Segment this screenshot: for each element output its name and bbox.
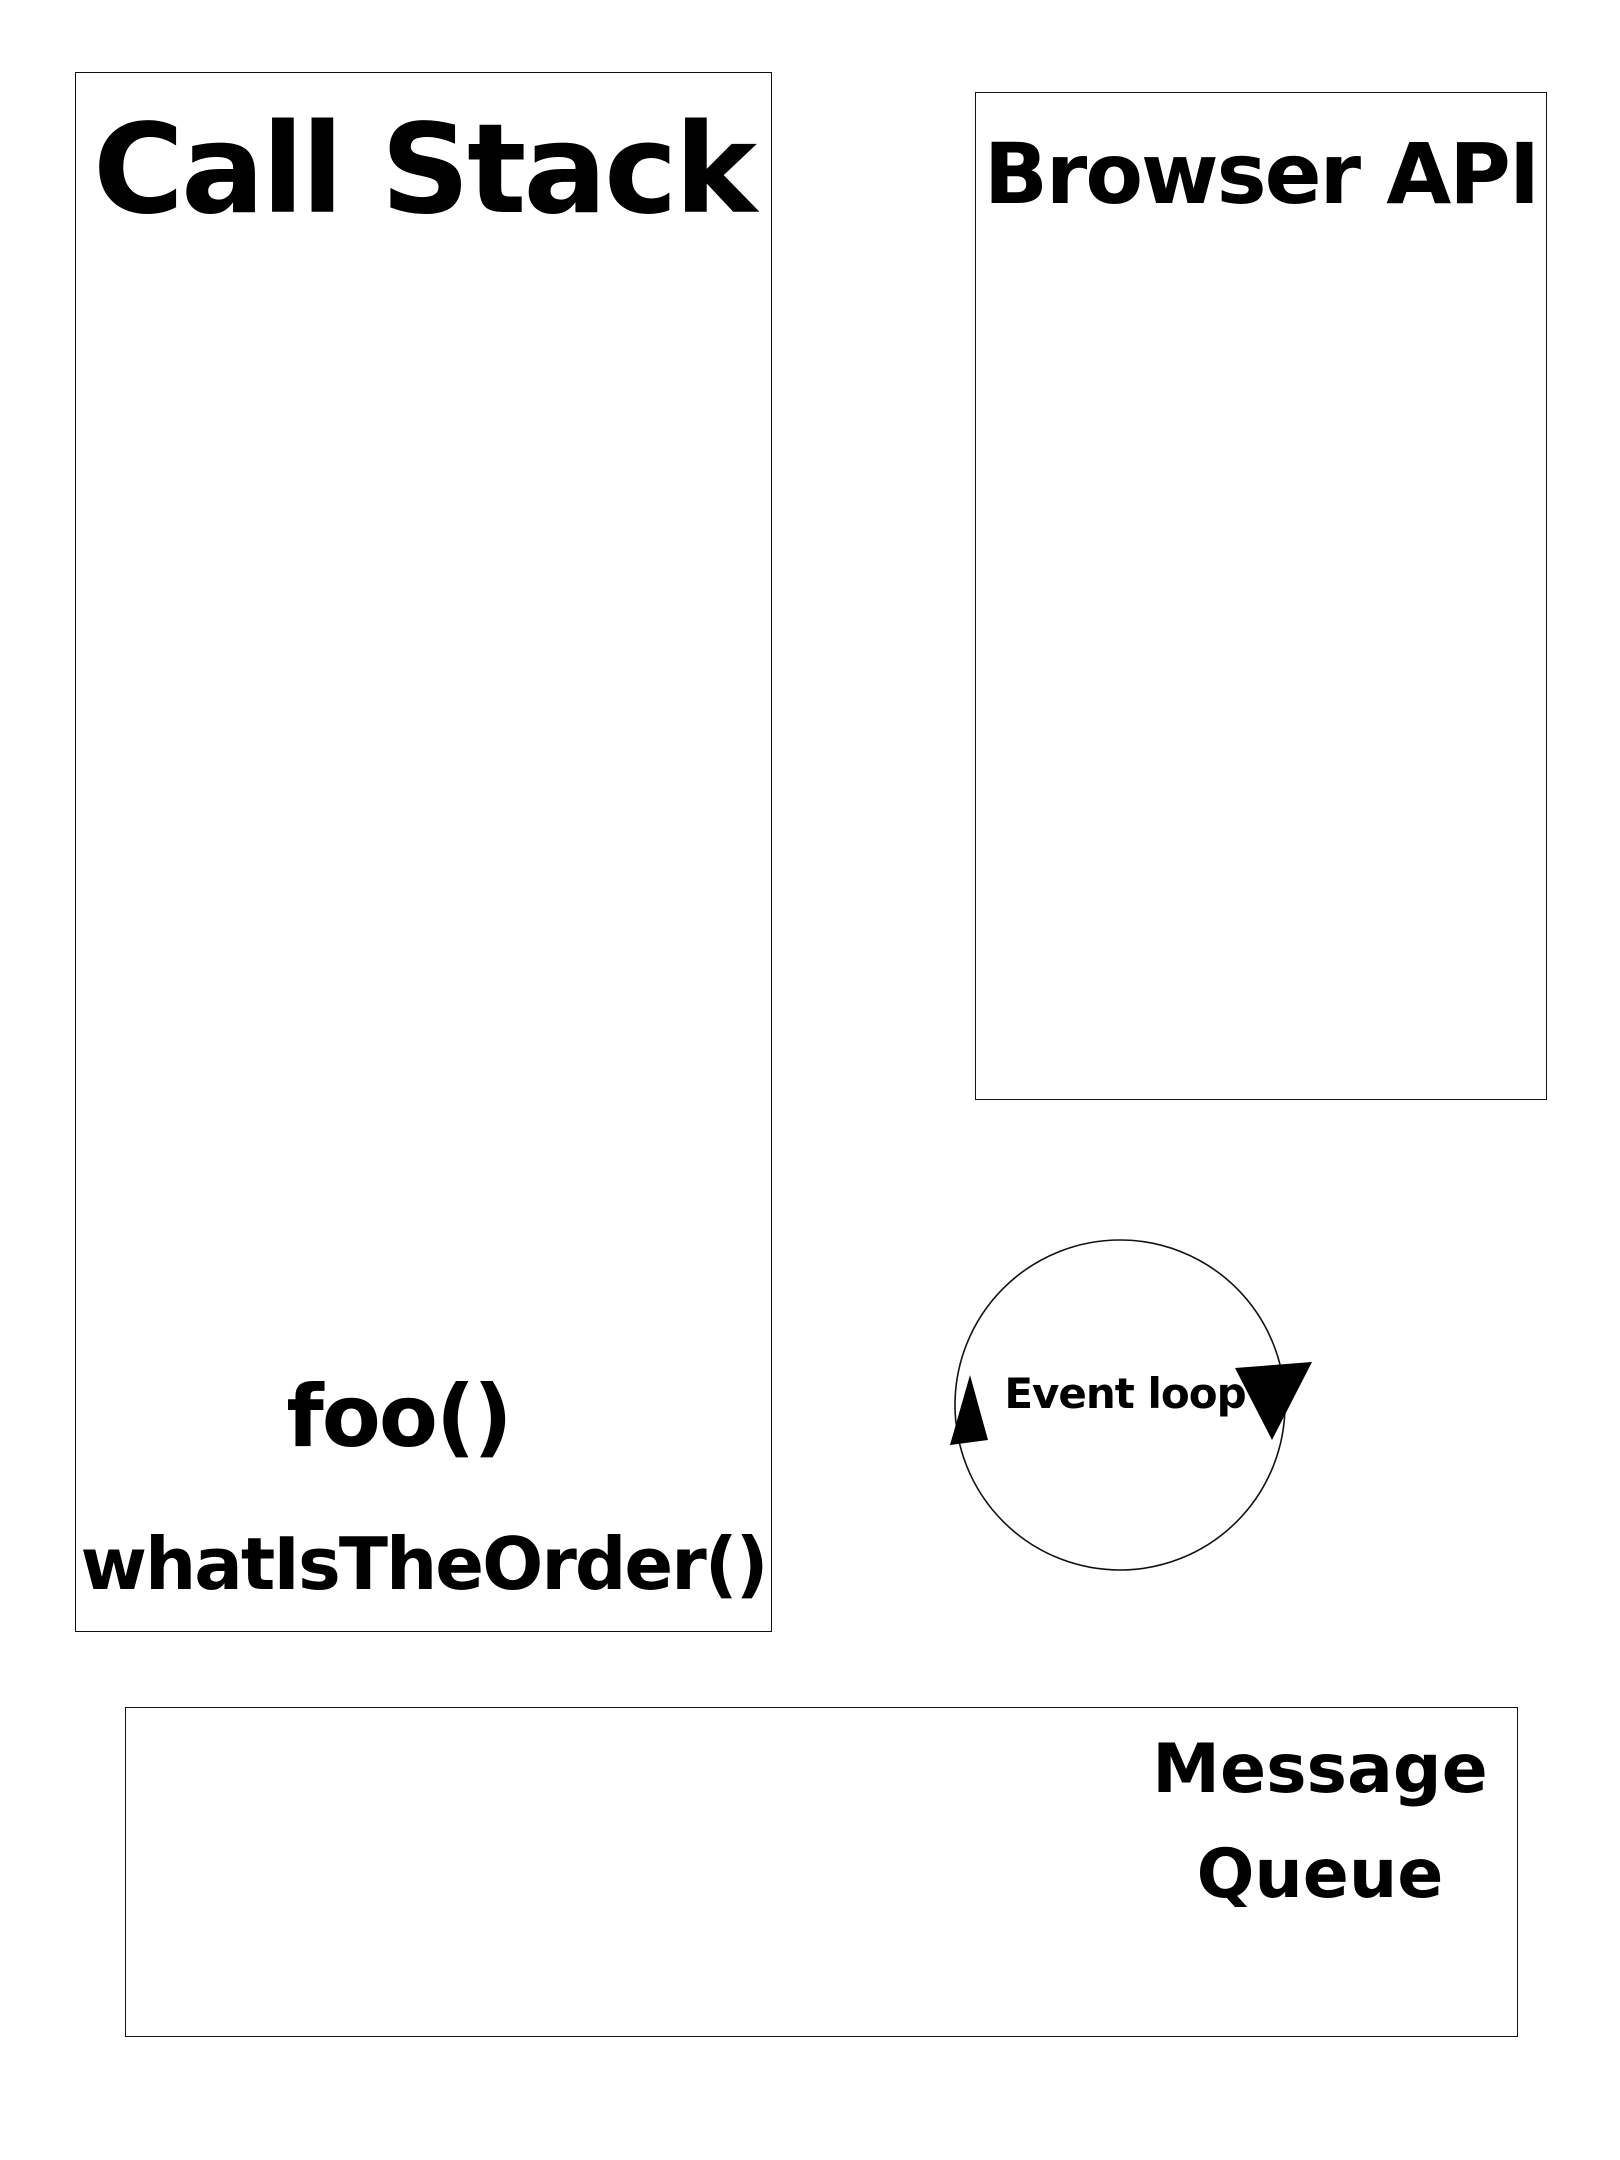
call-stack-title: Call Stack [92, 98, 757, 242]
stack-frame-what-is-the-order: whatIsTheOrder() [80, 1522, 768, 1606]
message-queue-box [125, 1707, 1518, 2037]
stack-frame-foo: foo() [286, 1367, 512, 1467]
event-loop-down-arrow-icon [1235, 1362, 1312, 1440]
event-loop-diagram [950, 1239, 1312, 1571]
call-stack-box [75, 72, 772, 1632]
browser-api-title: Browser API [983, 125, 1540, 223]
message-queue-title-line-2: Queue [1196, 1835, 1444, 1915]
message-queue-title: Message Queue [1120, 1717, 1520, 1928]
message-queue-title-line-1: Message [1152, 1730, 1488, 1809]
event-loop-up-arrow-icon [950, 1375, 988, 1445]
event-loop-label: Event loop [1004, 1369, 1246, 1418]
browser-api-box [975, 92, 1547, 1100]
